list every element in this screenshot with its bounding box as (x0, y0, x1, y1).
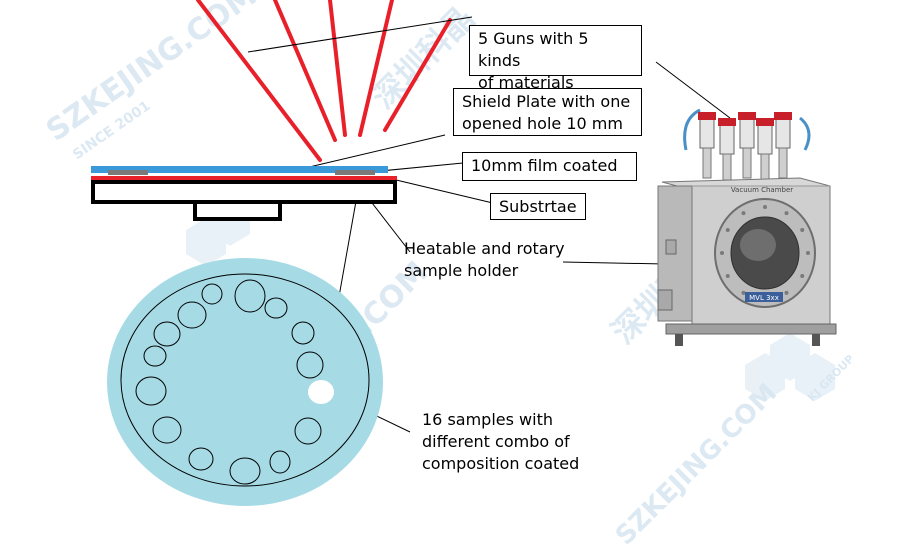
label-samples: 16 samples with different combo of compo… (422, 410, 580, 473)
flange-bolt (763, 205, 767, 209)
side-port (657, 289, 673, 311)
sample-hole (201, 283, 223, 305)
beam-line (273, 0, 337, 142)
sample-hole (264, 297, 288, 319)
nameplate (745, 292, 783, 302)
hose (683, 108, 701, 151)
shield-gap-left (108, 170, 148, 175)
sample-hole (188, 447, 214, 471)
gun (718, 118, 736, 181)
gun (756, 118, 774, 181)
sample-hole (291, 321, 315, 345)
beam-line (328, 0, 347, 137)
sample-hole (269, 450, 291, 474)
flange-bolt (725, 228, 730, 232)
sample-hole (296, 351, 324, 379)
sputter-beams (196, 0, 452, 162)
flange-bolt (806, 251, 810, 255)
substrate-holder (91, 180, 397, 204)
sample-hole (152, 416, 182, 444)
chamber-base (665, 323, 837, 335)
sample-holes (135, 279, 324, 485)
flange-bolt (784, 290, 789, 295)
shield-plate (91, 166, 388, 173)
leader-shield (304, 134, 446, 169)
flange-bolt (720, 251, 724, 255)
beam-line (196, 0, 322, 162)
shield-gap-right (335, 170, 375, 175)
sample-hole (229, 457, 261, 485)
label-film-coated: 10mm film coated (462, 152, 637, 181)
flange-bolt (741, 290, 746, 295)
sample-hole (135, 376, 167, 406)
sample-hole (234, 279, 266, 313)
beam-line (358, 0, 394, 137)
sample-hole (177, 301, 207, 329)
foot (675, 334, 683, 346)
leader-guns-device (655, 61, 731, 119)
gun (698, 112, 716, 179)
wafer-ring (120, 273, 370, 487)
sample-hole (143, 345, 167, 367)
label-sample-holder: Heatable and rotary sample holder (404, 239, 565, 280)
side-port (665, 239, 677, 255)
sputter-guns (698, 112, 792, 181)
flange-bolts (720, 205, 810, 301)
wafer-disc (107, 258, 383, 506)
deposition-stack (91, 166, 397, 221)
foot (812, 334, 820, 346)
sample-hole (294, 417, 322, 445)
sample-wafer (107, 258, 383, 506)
label-guns: 5 Guns with 5 kinds of materials (469, 25, 642, 92)
flange-bolt (725, 274, 730, 278)
mti-badge-right (745, 333, 835, 401)
nameplate-text: MVL 3xx (749, 294, 779, 302)
gun (774, 112, 792, 179)
label-substrate: Substrtae (490, 193, 586, 220)
vacuum-chamber-device: MVL 3xx Vacuum Chamber (657, 108, 837, 346)
holder-stem (193, 200, 282, 221)
flange-bolt (800, 274, 805, 278)
coated-sample-hole (308, 380, 334, 404)
label-shield-plate: Shield Plate with one opened hole 10 mm (453, 88, 642, 136)
figure-svg: MVL 3xx Vacuum Chamber (91, 0, 837, 506)
brand-text: Vacuum Chamber (731, 186, 793, 194)
leader-guns-beams (247, 16, 473, 53)
beam-line (383, 18, 452, 132)
leader-substrate (391, 178, 498, 205)
flange-bolt (741, 211, 746, 216)
sample-hole (153, 321, 181, 347)
flange-bolt (784, 211, 789, 216)
flange-bolt (800, 228, 805, 232)
hose (799, 116, 811, 151)
film-layer (91, 176, 397, 180)
diagram-stage: SZKEJING.COM SINCE 2001 SZKEJING.COM SIN… (40, 0, 857, 551)
gun (738, 112, 756, 179)
